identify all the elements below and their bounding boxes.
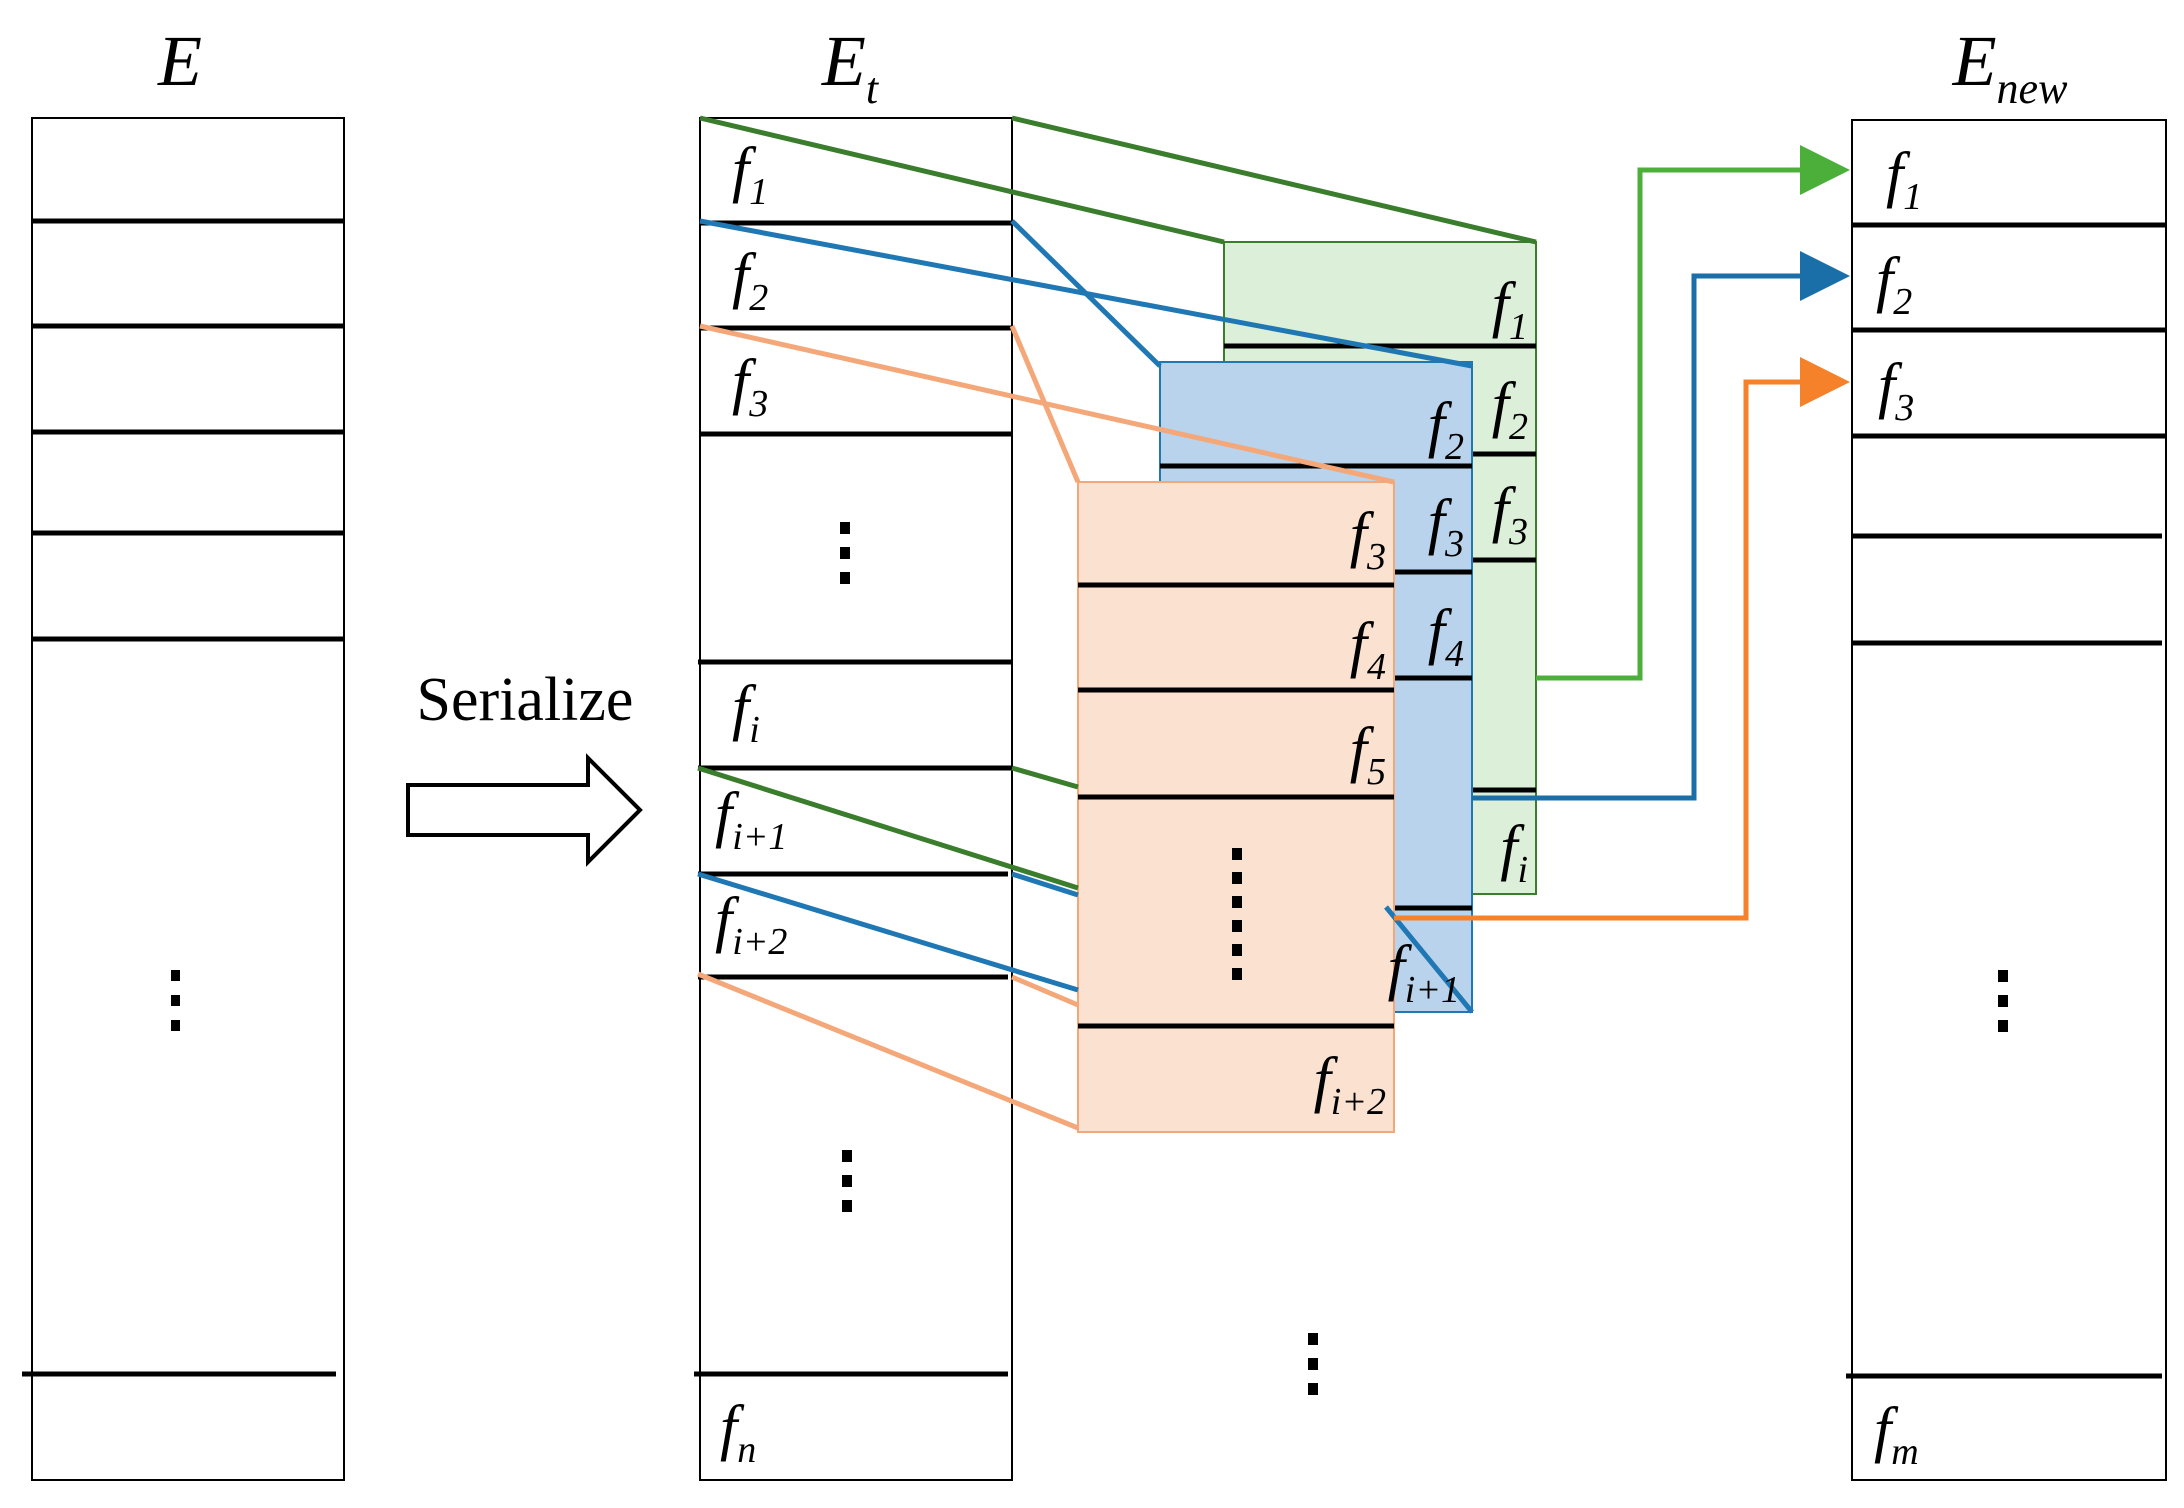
- green-cell-label-0: f1: [1492, 271, 1528, 348]
- orange-window-block: [1077, 481, 1395, 1133]
- orange-output-arrow: [1394, 357, 1850, 921]
- blue-cell-label-2: f4: [1428, 598, 1464, 675]
- ellipsis-icon: [1998, 970, 2008, 1032]
- title-et: Et: [821, 21, 880, 113]
- blue-cell-label-3: fi+1: [1388, 934, 1460, 1011]
- ellipsis-icon: [842, 1150, 852, 1212]
- green-output-arrow: [1536, 145, 1850, 681]
- projection-lines: [697, 115, 1537, 1131]
- title-e: E: [157, 21, 202, 101]
- ellipsis-icon: [1232, 848, 1242, 980]
- ellipsis-icon: [171, 970, 180, 1031]
- blue-output-arrow: [1472, 251, 1850, 801]
- serialize-label: Serialize: [417, 666, 634, 734]
- ellipsis-icon: [1308, 1333, 1318, 1395]
- column-enew: [1846, 119, 2167, 1481]
- column-e: [22, 117, 345, 1481]
- ellipsis-icon: [840, 522, 850, 584]
- serialize-arrow-icon: [406, 753, 643, 867]
- blue-cell-label-0: f2: [1428, 391, 1464, 468]
- column-et: [694, 117, 1013, 1481]
- orange-cell-label-1: f4: [1350, 611, 1386, 688]
- title-enew: Enew: [1952, 21, 2069, 113]
